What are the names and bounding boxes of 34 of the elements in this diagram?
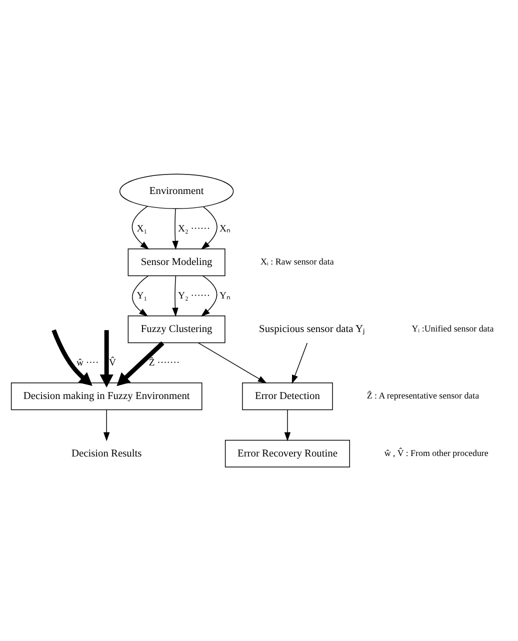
node-ellipse: Environment — [119, 174, 234, 209]
edge-label: X₁ — [136, 223, 148, 234]
arrow — [132, 275, 149, 316]
arrow — [52, 329, 92, 386]
edge-label: Y₁ — [136, 290, 148, 302]
edge-label: ŵ ···· — [76, 357, 99, 368]
node-box: Error Detection — [242, 382, 333, 410]
edge-label: Ẑ ······· — [148, 357, 180, 368]
node-box: Error Recovery Routine — [224, 440, 350, 468]
node-text: Suspicious sensor data Yⱼ — [259, 324, 366, 336]
arrow — [132, 206, 150, 250]
edge-label: Xₙ — [219, 223, 230, 234]
arrow — [200, 206, 218, 250]
label: Yᵢ :Unified sensor data — [412, 324, 494, 334]
arrow — [100, 330, 114, 388]
arrow — [103, 409, 110, 442]
arrow — [198, 342, 267, 384]
label: Xᵢ : Raw sensor data — [260, 256, 334, 267]
edge-label: X₂ ······ — [178, 223, 210, 234]
arrow — [200, 275, 218, 317]
node-box: Sensor Modeling — [128, 248, 226, 276]
node-box: Decision making in Fuzzy Environment — [10, 382, 202, 410]
node-box: Fuzzy Clustering — [128, 316, 226, 344]
arrow — [172, 276, 178, 317]
arrow — [284, 409, 291, 442]
label: ŵ , V̂ : From other procedure — [384, 448, 488, 458]
edge-label: Yₙ — [219, 290, 230, 302]
arrow — [172, 208, 178, 250]
label: Ẑ : A representative sensor data — [366, 390, 480, 401]
arrow — [292, 342, 308, 384]
node-text: Decision Results — [71, 448, 142, 460]
edge-label: V̂ — [109, 357, 116, 368]
edge-label: Y₂ ······ — [178, 290, 210, 302]
arrow — [116, 341, 164, 386]
